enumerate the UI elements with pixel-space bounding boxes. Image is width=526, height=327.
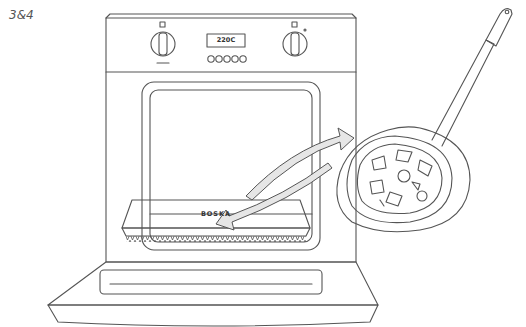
oven-door [48,262,378,305]
oven-display [207,34,245,47]
peel-handle [432,40,494,146]
pizza-toppings [370,150,432,206]
door-window [100,270,322,294]
oven-door-edge [48,305,378,326]
figure-step-label: 3&4 [9,9,34,21]
right-knob-mark [292,22,297,27]
right-knob-dot [304,29,306,31]
pizza [347,136,452,223]
display-temperature: 220C [217,37,235,44]
pizza-peel [337,127,470,232]
peel-grip [486,9,512,46]
pizza-stone-edge [122,228,310,236]
brand-name: BOSKA [201,211,231,218]
left-knob-grip [159,33,167,55]
right-knob-grip [291,33,299,55]
left-knob-mark [157,62,169,63]
panel-divider [106,71,356,72]
arrow-in [216,163,332,230]
oven-body [106,18,356,262]
right-knob [283,32,307,56]
oven-top-edge [106,14,356,18]
left-knob-mark [160,22,165,27]
left-knob [151,32,175,56]
